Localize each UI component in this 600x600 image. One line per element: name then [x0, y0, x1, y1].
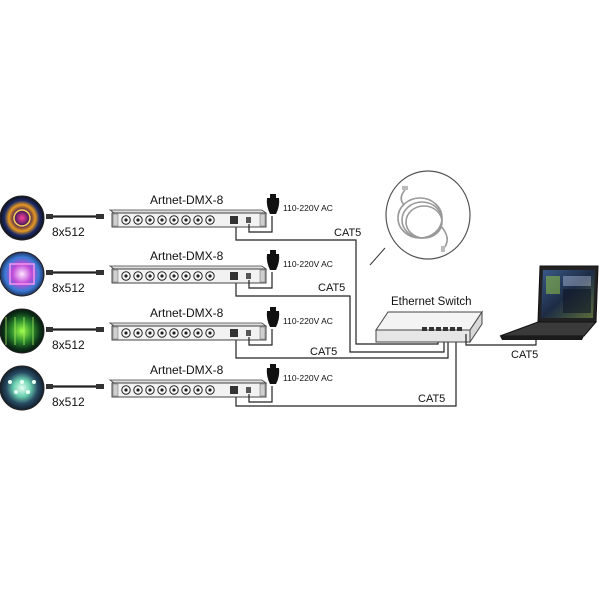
device-row: 8x512 Artnet-DMX-8 110-220V AC CAT5	[0, 363, 445, 411]
power-adapter	[248, 307, 280, 346]
ethernet-port	[230, 216, 238, 224]
device-label: Artnet-DMX-8	[150, 306, 224, 320]
device-label: Artnet-DMX-8	[150, 249, 224, 263]
led-fixture	[0, 195, 45, 241]
artnet-dmx-device	[108, 209, 268, 228]
power-port	[246, 387, 251, 393]
power-adapter	[248, 250, 280, 289]
ethernet-switch: Ethernet Switch	[375, 296, 483, 344]
device-row: 8x512 Artnet-DMX-8 110-220V AC CAT5	[0, 249, 345, 297]
ethernet-port	[230, 272, 238, 280]
power-port	[246, 273, 251, 279]
power-label: 110-220V AC	[283, 259, 333, 269]
dmx-cable	[46, 327, 104, 332]
device-label: Artnet-DMX-8	[150, 363, 224, 377]
switch-label: Ethernet Switch	[391, 296, 472, 308]
bus-line-row-4	[235, 334, 457, 407]
device-row: 8x512 Artnet-DMX-8 110-220V AC CAT5	[0, 193, 361, 241]
cat5-cable-label: CAT5	[334, 227, 361, 239]
cable-callout	[369, 170, 471, 266]
power-port	[246, 330, 251, 336]
laptop	[499, 265, 599, 340]
power-adapter	[248, 364, 280, 403]
dmx-cable	[46, 270, 104, 275]
bus-line-row-2	[235, 278, 445, 353]
cat5-cable-label: CAT5	[310, 346, 337, 358]
led-fixture	[0, 251, 45, 297]
power-label: 110-220V AC	[283, 316, 333, 326]
artnet-dmx-device	[108, 322, 268, 341]
device-row: 8x512 Artnet-DMX-8 110-220V AC CAT5	[0, 306, 337, 358]
power-port	[246, 217, 251, 223]
cat5-cable-label: CAT5	[418, 393, 445, 405]
switch-ports	[422, 327, 462, 331]
power-adapter	[248, 194, 280, 233]
artnet-dmx-device	[108, 265, 268, 284]
dmx-cable	[46, 384, 104, 389]
device-label: Artnet-DMX-8	[150, 193, 224, 207]
laptop-screen-panel	[546, 276, 560, 294]
led-fixture	[0, 365, 45, 411]
channel-count-label: 8x512	[52, 281, 85, 295]
channel-count-label: 8x512	[52, 225, 85, 239]
power-label: 110-220V AC	[283, 373, 333, 383]
power-label: 110-220V AC	[283, 203, 333, 213]
channel-count-label: 8x512	[52, 395, 85, 409]
channel-count-label: 8x512	[52, 338, 85, 352]
dmx-cable	[46, 214, 104, 219]
artnet-dmx-device	[108, 379, 268, 398]
cat5-cable-label: CAT5	[318, 282, 345, 294]
laptop-cable-label: CAT5	[511, 349, 538, 361]
bus-line-row-3	[235, 334, 449, 359]
ethernet-port	[230, 386, 238, 394]
led-fixture	[0, 308, 45, 354]
ethernet-port	[230, 329, 238, 337]
